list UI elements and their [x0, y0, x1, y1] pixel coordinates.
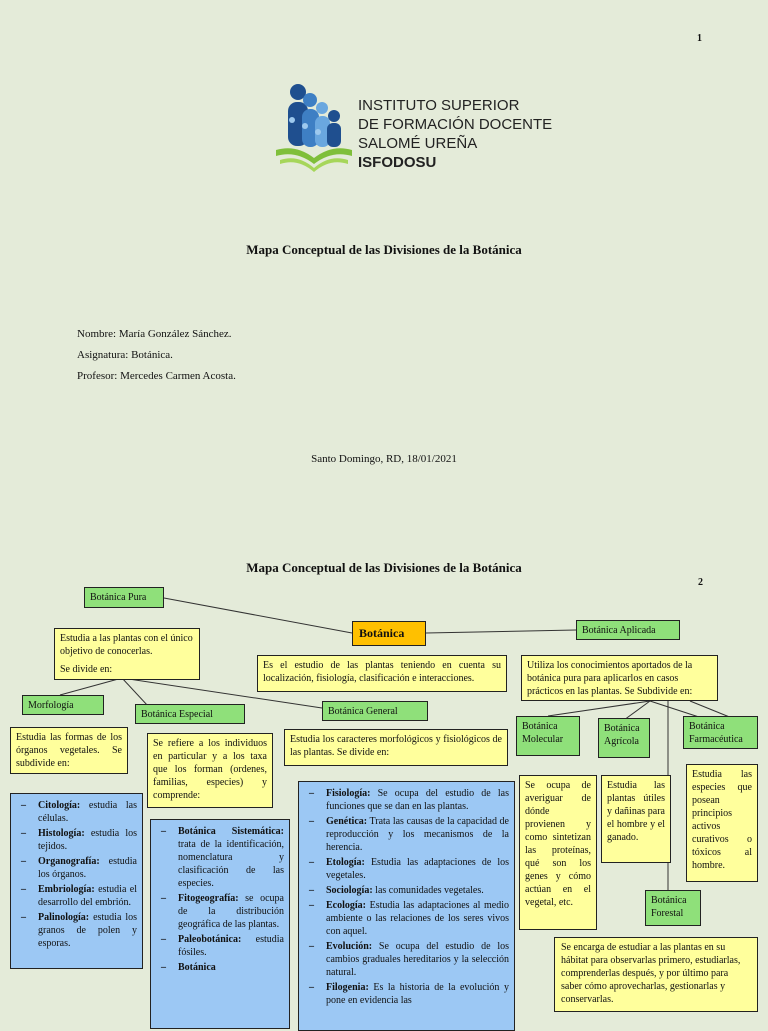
list-item: Histología: estudia los tejidos. [21, 827, 137, 853]
desc-botanica-aplicada: Utiliza los conocimientos aportados de l… [521, 655, 718, 701]
desc-text: Se divide en: [60, 664, 113, 675]
list-botanica-general: Fisiología: Se ocupa del estudio de las … [298, 781, 515, 1031]
node-botanica-forestal: Botánica Forestal [645, 890, 701, 926]
page-number: 1 [697, 33, 702, 44]
list-item: Botánica [161, 961, 284, 974]
node-botanica-aplicada: Botánica Aplicada [576, 620, 680, 640]
page-number: 2 [698, 577, 703, 588]
student-name: Nombre: María González Sánchez. [77, 328, 232, 340]
list-item: Botánica Sistemática: trata de la identi… [161, 825, 284, 890]
connector-line [59, 677, 123, 696]
list-item: Filogenia: Es la historia de la evolució… [309, 981, 509, 1007]
node-botanica-especial: Botánica Especial [135, 704, 245, 724]
desc-botanica-especial: Se refiere a los individuos en particula… [147, 733, 273, 808]
logo-line: INSTITUTO SUPERIOR [358, 97, 520, 114]
page-title: Mapa Conceptual de las Divisiones de la … [246, 242, 522, 257]
connector-line [547, 700, 651, 717]
node-botanica: Botánica [352, 621, 426, 646]
node-botanica-pura: Botánica Pura [84, 587, 164, 608]
connector-line [623, 700, 651, 721]
list-item: Palinología: estudia los granos de polen… [21, 911, 137, 950]
list-item: Genética: Trata las causas de la capacid… [309, 815, 509, 854]
node-morfologia: Morfología [22, 695, 104, 715]
list-item: Ecología: Estudia las adaptaciones al me… [309, 899, 509, 938]
desc-morfologia: Estudia las formas de los órganos vegeta… [10, 727, 128, 774]
connector-line [649, 700, 703, 719]
desc-text: Estudia a las plantas con el único objet… [60, 633, 193, 657]
list-item: Paleobotánica: estudia fósiles. [161, 933, 284, 959]
place-date: Santo Domingo, RD, 18/01/2021 [311, 453, 457, 465]
desc-botanica-pura: Estudia a las plantas con el único objet… [54, 628, 200, 680]
subject: Asignatura: Botánica. [77, 349, 173, 361]
connector-line [425, 629, 577, 634]
list-item: Embriología: estudia el desarrollo del e… [21, 883, 137, 909]
list-item: Etología: Estudia las adaptaciones de lo… [309, 856, 509, 882]
desc-botanica-general: Estudia los caracteres morfológicos y fi… [284, 729, 508, 766]
logo-line: SALOMÉ UREÑA [358, 135, 478, 152]
desc-botanica-agricola: Estudia las plantas útiles y dañinas par… [601, 775, 671, 863]
list-item: Organografía: estudia los órganos. [21, 855, 137, 881]
node-botanica-general: Botánica General [322, 701, 428, 721]
connector-line [121, 677, 149, 707]
list-botanica-especial: Botánica Sistemática: trata de la identi… [150, 819, 290, 1029]
teacher: Profesor: Mercedes Carmen Acosta. [77, 370, 236, 382]
node-botanica-molecular: Botánica Molecular [516, 716, 580, 756]
node-botanica-agricola: Botánica Agrícola [598, 718, 650, 758]
desc-botanica-forestal: Se encarga de estudiar a las plantas en … [554, 937, 758, 1012]
logo-line: ISFODOSU [358, 154, 437, 171]
logo-line: DE FORMACIÓN DOCENTE [358, 116, 553, 133]
desc-botanica-molecular: Se ocupa de averiguar de dónde provienen… [519, 775, 597, 930]
desc-botanica: Es el estudio de las plantas teniendo en… [257, 655, 507, 692]
list-item: Citología: estudia las células. [21, 799, 137, 825]
node-botanica-farmaceutica: Botánica Farmacéutica [683, 716, 758, 749]
desc-botanica-farmaceutica: Estudia las especies que posean principi… [686, 764, 758, 882]
logo-text: INSTITUTO SUPERIOR DE FORMACIÓN DOCENTE … [358, 96, 552, 172]
list-item: Evolución: Se ocupa del estudio de los c… [309, 940, 509, 979]
isfodosu-logo [276, 84, 352, 172]
connector-line [163, 597, 353, 634]
map-title: Mapa Conceptual de las Divisiones de la … [246, 560, 522, 575]
connector-line [121, 677, 323, 709]
list-item: Sociología: las comunidades vegetales. [309, 884, 509, 897]
list-item: Fisiología: Se ocupa del estudio de las … [309, 787, 509, 813]
list-morfologia: Citología: estudia las células. Histolog… [10, 793, 143, 969]
connector-line [689, 700, 733, 719]
list-item: Fitogeografía: se ocupa de la distribuci… [161, 892, 284, 931]
